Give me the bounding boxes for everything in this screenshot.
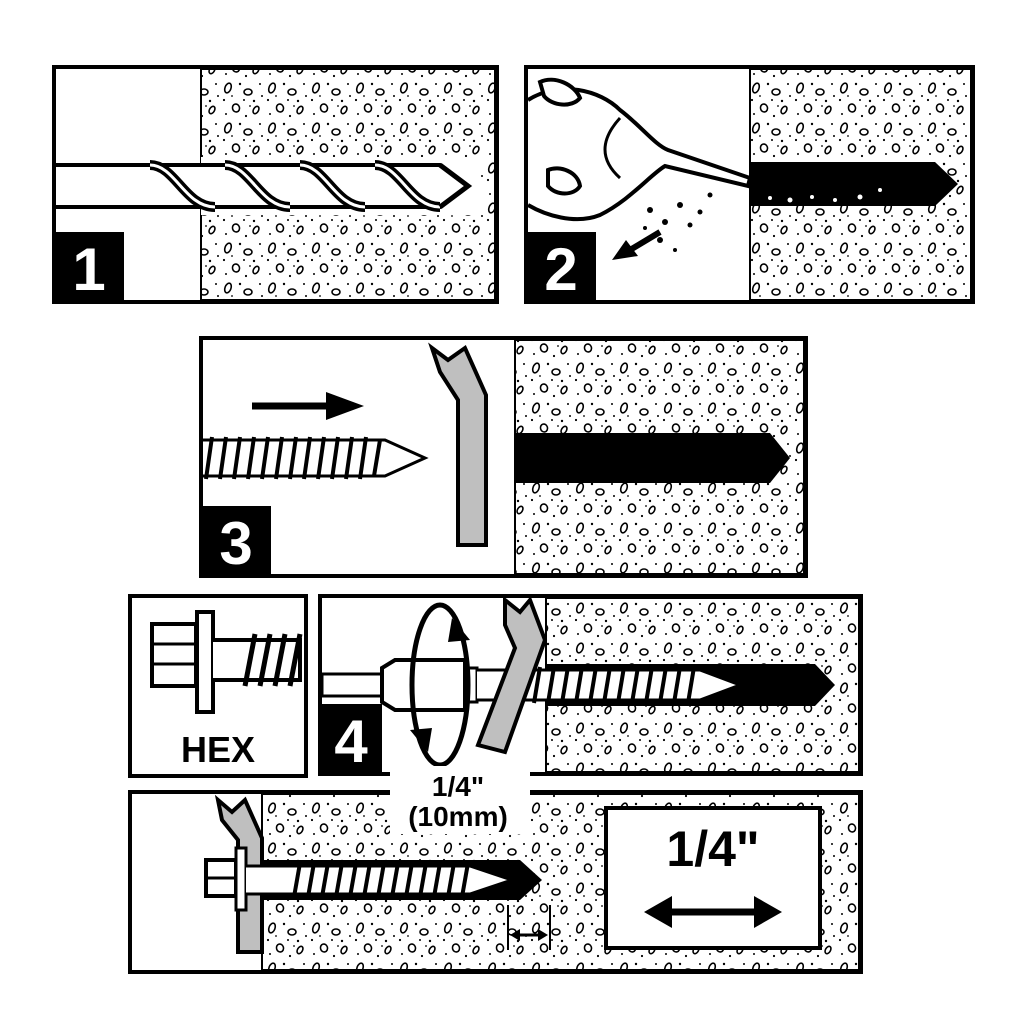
hex-label: HEX — [181, 729, 255, 770]
fixture-plate — [475, 595, 548, 755]
installed-screw-icon — [204, 846, 517, 912]
drilled-hole — [750, 162, 958, 206]
panel-step-1: 1 — [52, 65, 499, 304]
socket-size-label: 1/4" (10mm) — [390, 766, 530, 834]
driver-shaft — [320, 672, 384, 698]
screw-icon — [203, 436, 429, 480]
step-badge — [526, 232, 596, 302]
step-badge — [320, 704, 382, 774]
air-blower-icon — [526, 77, 753, 222]
panel-step-3: 3 — [199, 336, 808, 578]
step-number: 1 — [72, 236, 105, 303]
panel-hex-head: HEX — [128, 594, 308, 778]
drilled-hole — [515, 433, 790, 483]
panel-step-4: 4 — [318, 594, 863, 776]
step-number: 3 — [219, 510, 252, 577]
fixture-plate — [428, 342, 488, 547]
arrow-down-left-icon — [612, 229, 662, 260]
rotation-arrow-icon — [409, 602, 471, 768]
step-number: 4 — [334, 708, 368, 775]
gap-dimension-icon — [507, 905, 551, 950]
gap-callout-box — [604, 806, 822, 950]
hex-screw-icon — [150, 610, 303, 714]
socket-size-line1: 1/4" — [432, 771, 484, 802]
hex-socket-icon — [380, 658, 467, 712]
step-badge — [54, 232, 124, 302]
panel-step-2: 2 — [524, 65, 975, 304]
socket-size-line2: (10mm) — [408, 801, 508, 832]
double-arrow-icon — [644, 896, 782, 928]
step-number: 2 — [544, 236, 577, 303]
step-badge — [201, 506, 271, 576]
screw-icon — [477, 666, 745, 704]
drill-bit-icon — [56, 160, 473, 212]
dust-particles — [643, 192, 713, 252]
arrow-right-icon — [252, 392, 364, 420]
gap-label: 1/4" — [666, 821, 759, 877]
